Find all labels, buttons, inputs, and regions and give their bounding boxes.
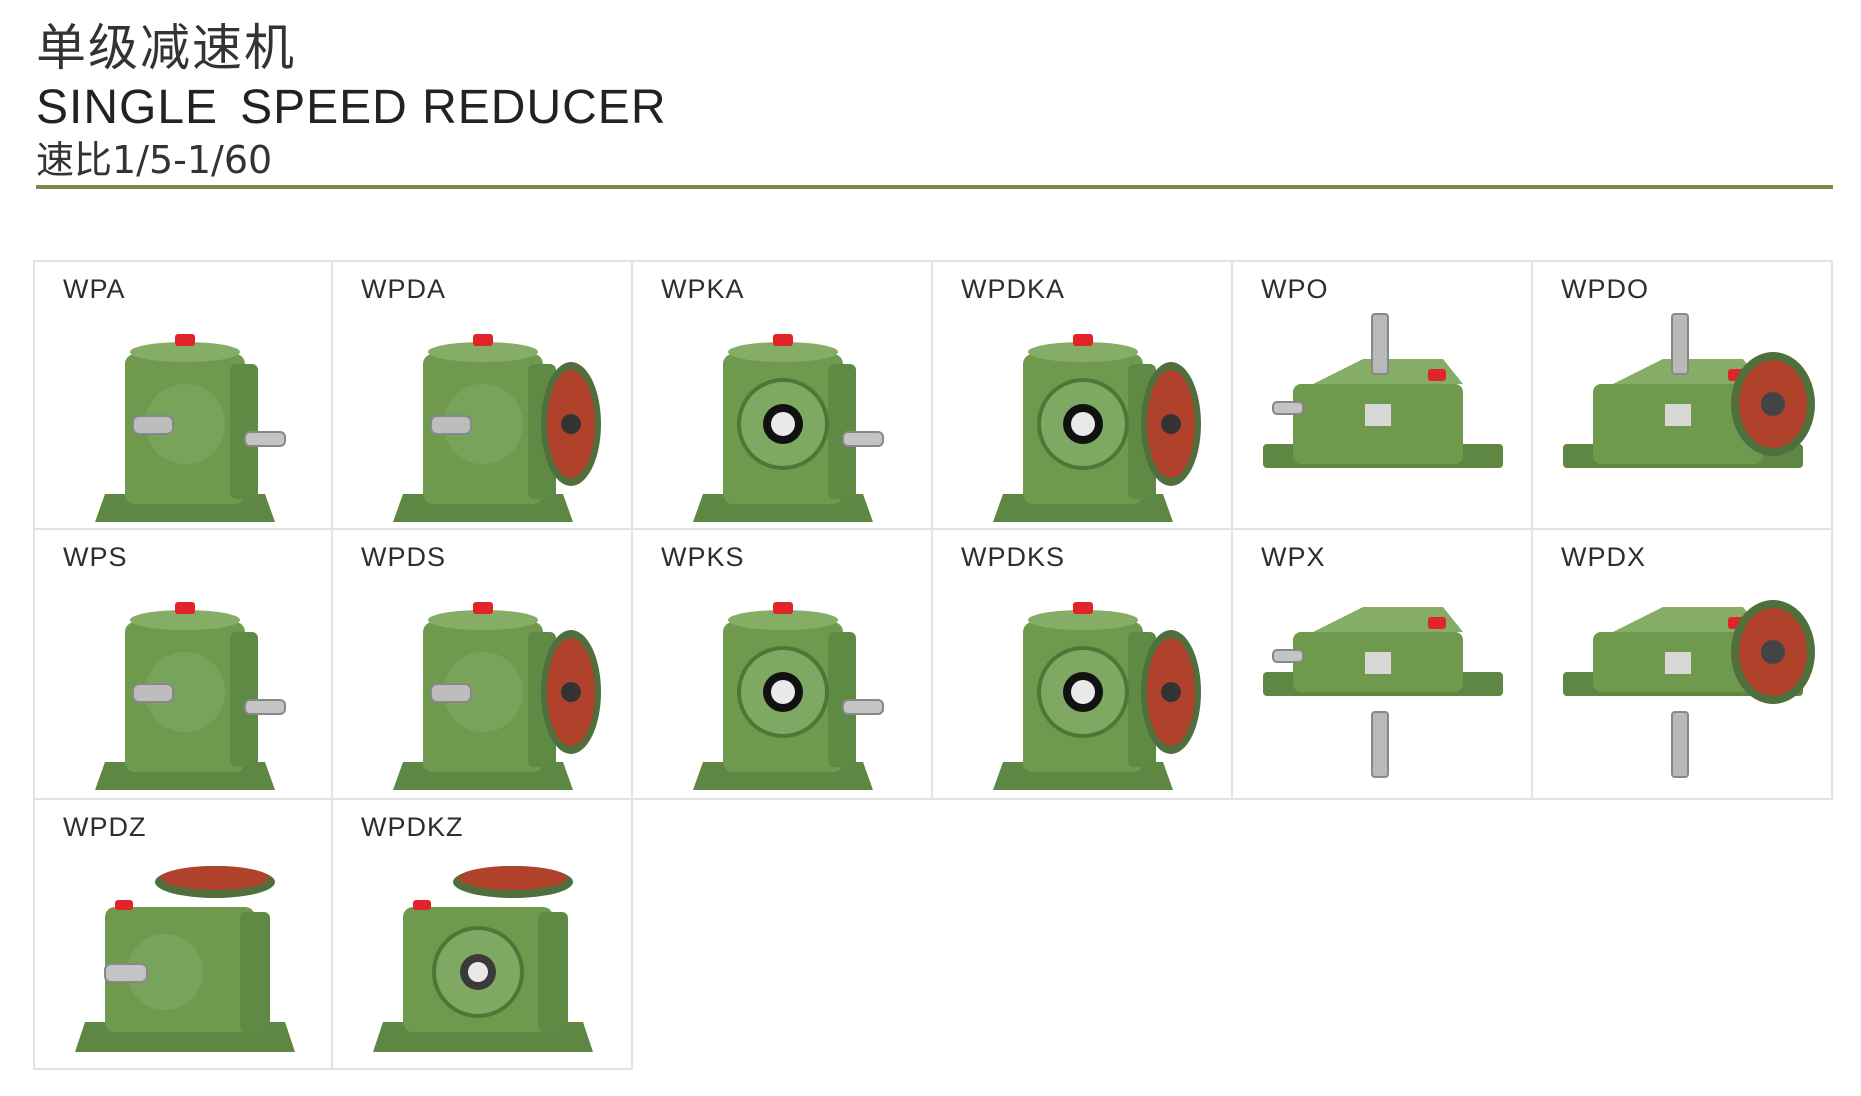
product-cell: WPKS bbox=[633, 530, 933, 800]
product-cell: WPDX bbox=[1533, 530, 1833, 800]
model-label: WPDX bbox=[1561, 542, 1646, 572]
model-label: WPS bbox=[63, 542, 128, 572]
reducer-photo bbox=[993, 334, 1201, 522]
header-divider bbox=[36, 185, 1833, 189]
title-words-speed-reducer: SPEED REDUCER bbox=[240, 81, 667, 134]
page-title-english: SINGLE SPEED REDUCER bbox=[36, 80, 666, 136]
speed-ratio-text: 速比1/5-1/60 bbox=[36, 138, 273, 182]
model-label: WPKA bbox=[661, 274, 745, 304]
page-header: 单级减速机 SINGLE SPEED REDUCER 速比1/5-1/60 bbox=[36, 18, 666, 182]
product-cell: WPO bbox=[1233, 260, 1533, 530]
title-word-single: SINGLE bbox=[36, 81, 219, 134]
product-cell: WPKA bbox=[633, 260, 933, 530]
model-label: WPDKS bbox=[961, 542, 1066, 572]
reducer-photo bbox=[393, 602, 601, 790]
product-cell: WPDKZ bbox=[333, 800, 633, 1070]
model-label: WPDZ bbox=[63, 812, 147, 842]
page-title-chinese: 单级减速机 bbox=[36, 19, 296, 77]
product-cell: WPDKA bbox=[933, 260, 1233, 530]
product-cell: WPX bbox=[1233, 530, 1533, 800]
reducer-photo bbox=[1263, 313, 1503, 468]
reducer-photo bbox=[1263, 607, 1503, 778]
reducer-photo bbox=[1563, 600, 1815, 778]
reducer-photo bbox=[95, 334, 286, 522]
reducer-photo bbox=[693, 334, 884, 522]
product-grid: WPA WPDA WPKA WPDKA WPO WPDO bbox=[33, 260, 1833, 1070]
model-label: WPA bbox=[63, 274, 126, 304]
model-label: WPO bbox=[1261, 274, 1329, 304]
product-cell: WPDZ bbox=[33, 800, 333, 1070]
product-cell: WPDS bbox=[333, 530, 633, 800]
product-cell: WPDO bbox=[1533, 260, 1833, 530]
product-cell: WPA bbox=[33, 260, 333, 530]
product-cell: WPDA bbox=[333, 260, 633, 530]
reducer-photo bbox=[693, 602, 884, 790]
reducer-photo bbox=[993, 602, 1201, 790]
model-label: WPDA bbox=[361, 274, 446, 304]
reducer-photo bbox=[75, 866, 295, 1052]
model-label: WPDKA bbox=[961, 274, 1066, 304]
reducer-photo bbox=[373, 866, 593, 1052]
product-cell: WPS bbox=[33, 530, 333, 800]
reducer-photo bbox=[393, 334, 601, 522]
model-label: WPDKZ bbox=[361, 812, 464, 842]
product-cell: WPDKS bbox=[933, 530, 1233, 800]
model-label: WPDO bbox=[1561, 274, 1649, 304]
model-label: WPDS bbox=[361, 542, 446, 572]
reducer-photo bbox=[1563, 313, 1815, 468]
model-label: WPX bbox=[1261, 542, 1326, 572]
reducer-photo bbox=[95, 602, 286, 790]
model-label: WPKS bbox=[661, 542, 745, 572]
